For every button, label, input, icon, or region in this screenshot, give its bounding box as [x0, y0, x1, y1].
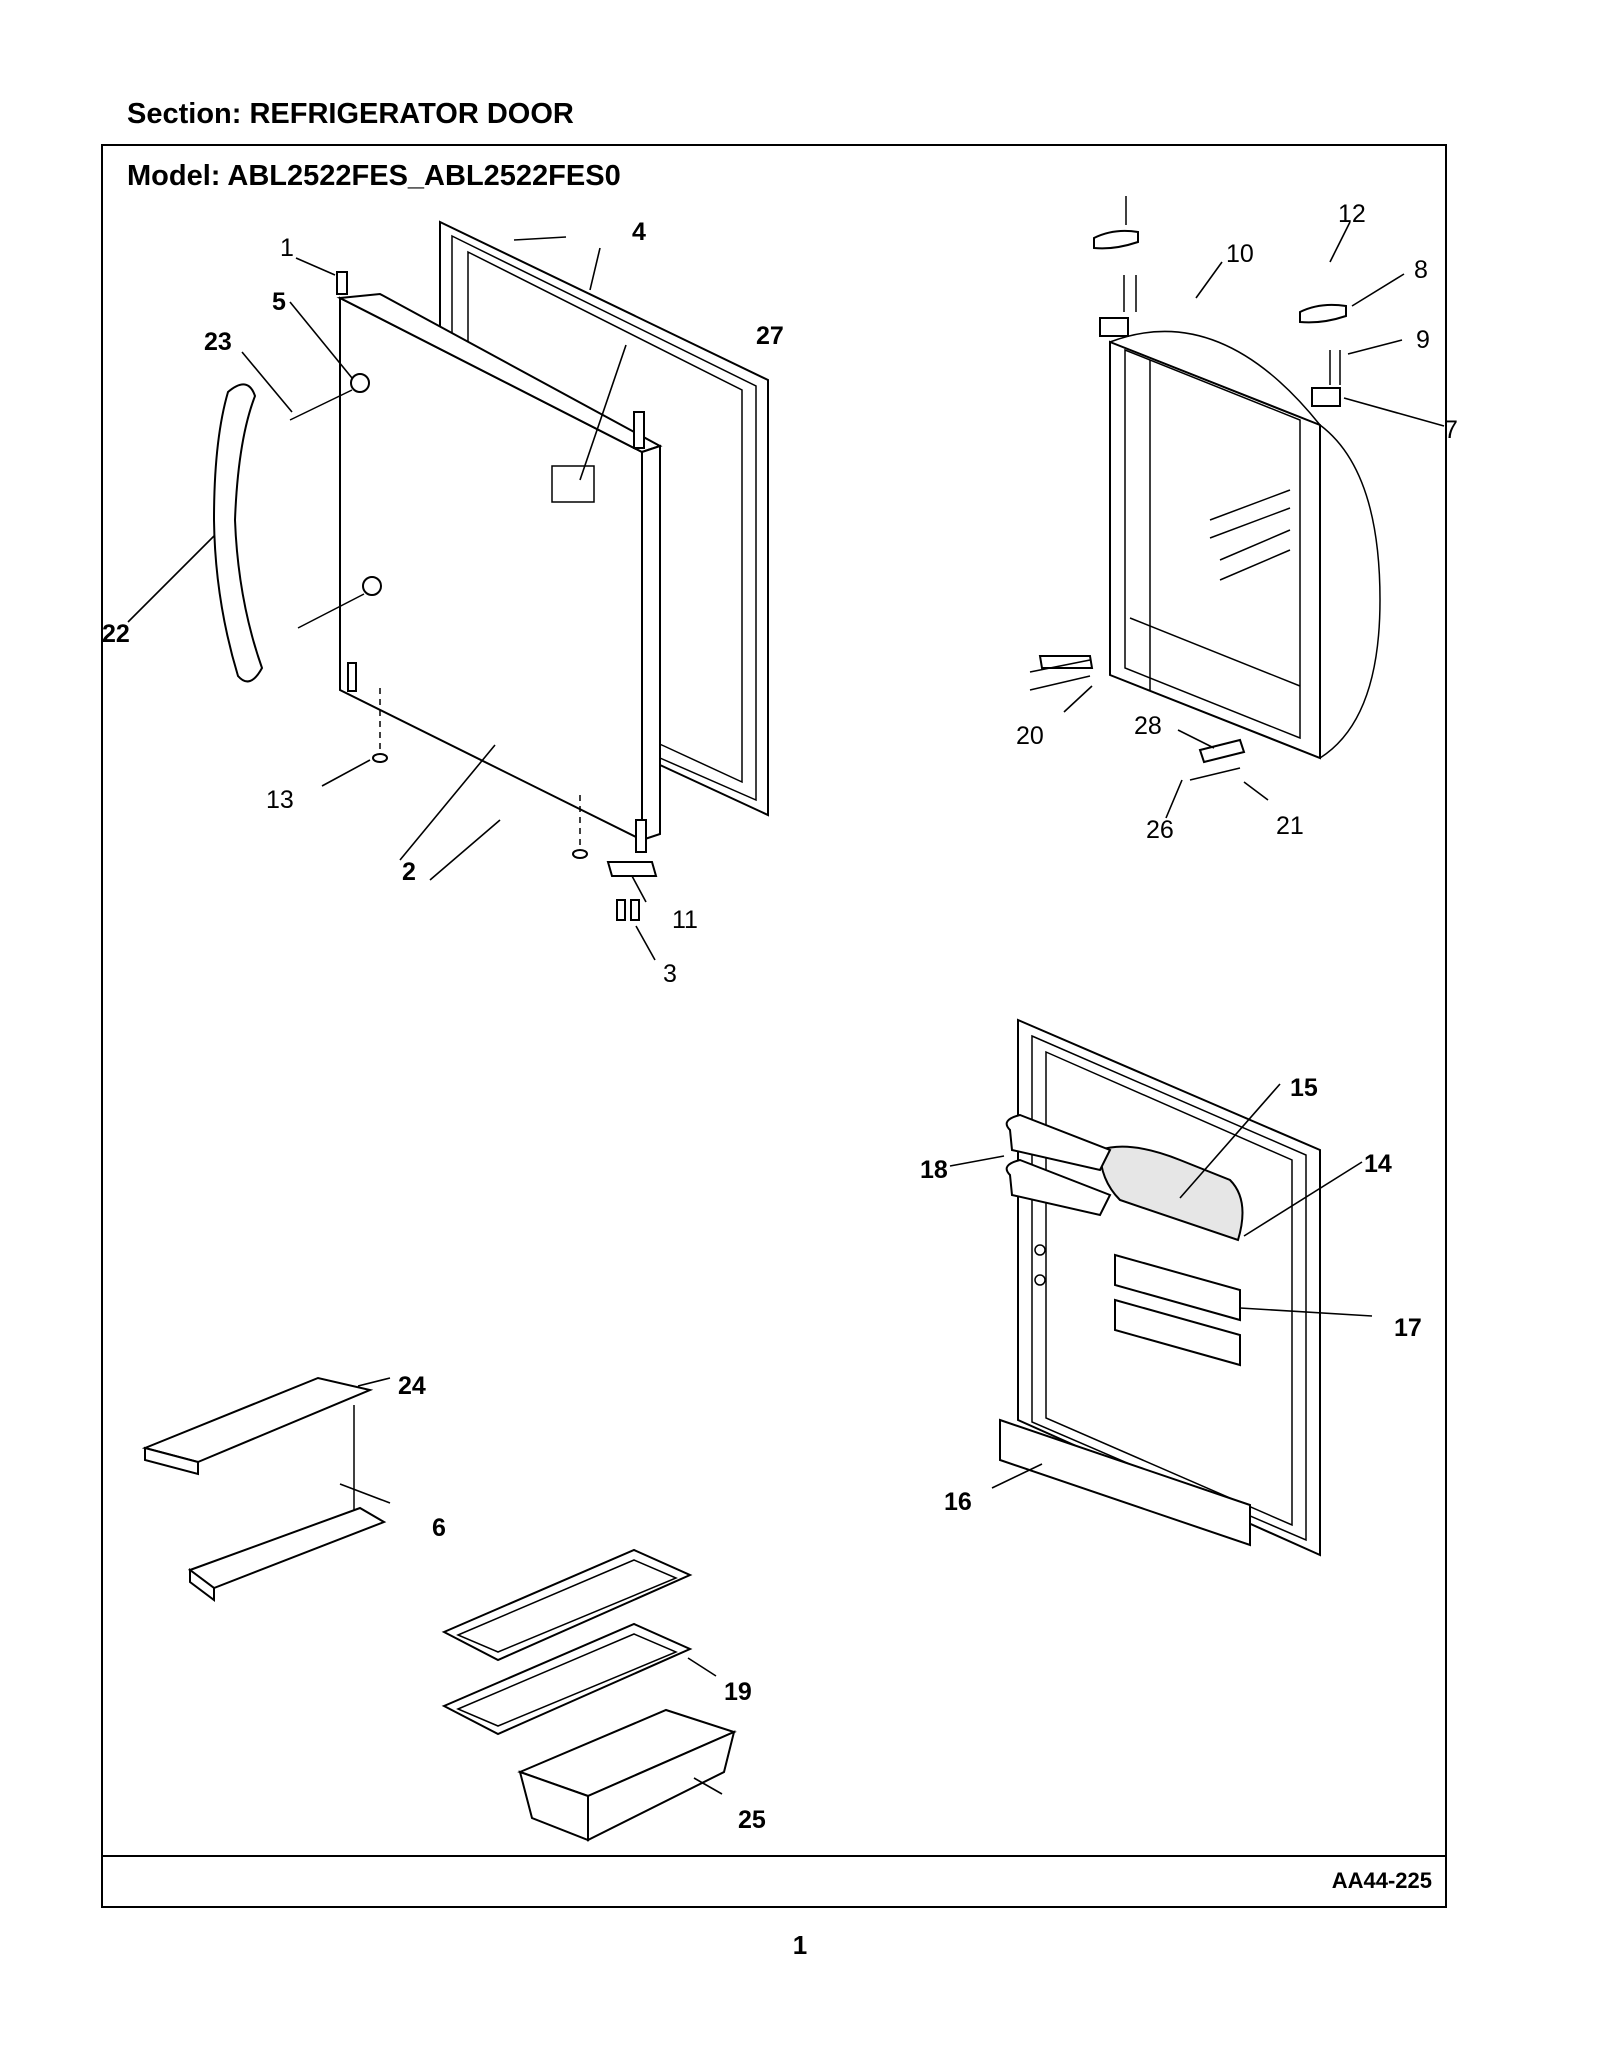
leader-lines — [127, 221, 1445, 1795]
callout-4: 4 — [632, 218, 646, 246]
refrigerator-cabinet — [1029, 196, 1381, 781]
door-bin-middle — [1005, 1158, 1112, 1217]
section-title: Section: REFRIGERATOR DOOR — [127, 98, 574, 130]
callout-21: 21 — [1276, 812, 1304, 840]
callout-13: 13 — [266, 786, 294, 814]
callout-20: 20 — [1016, 722, 1044, 750]
inner-door-assembly — [999, 1018, 1321, 1557]
egg-tray — [187, 1506, 387, 1602]
callout-7: 7 — [1444, 416, 1458, 444]
page-number: 1 — [792, 1930, 808, 1960]
callout-18: 18 — [920, 1156, 948, 1184]
ice-tray-lower — [441, 1622, 693, 1736]
callout-12: 12 — [1338, 200, 1366, 228]
callout-25: 25 — [738, 1806, 766, 1834]
door-bin-top — [1005, 1113, 1112, 1172]
callout-14: 14 — [1364, 1150, 1392, 1178]
diagram-frame — [101, 144, 1447, 1908]
callout-15: 15 — [1290, 1074, 1318, 1102]
callout-22: 22 — [102, 620, 130, 648]
callout-19: 19 — [724, 1678, 752, 1706]
callout-10: 10 — [1226, 240, 1254, 268]
hinge-cover-left — [1093, 229, 1139, 250]
callout-27: 27 — [756, 322, 784, 350]
door-hardware — [289, 271, 658, 921]
callout-26: 26 — [1146, 816, 1174, 844]
ice-tray-upper — [441, 1548, 693, 1662]
callout-11: 11 — [672, 906, 698, 934]
ice-bin — [517, 1708, 737, 1842]
door-handle — [212, 383, 264, 683]
callout-5: 5 — [272, 288, 286, 316]
callout-3: 3 — [663, 960, 677, 988]
door-bin-bottom — [999, 1418, 1251, 1547]
callout-17: 17 — [1394, 1314, 1422, 1342]
hinge-cover-right — [1299, 303, 1347, 324]
door-bin-right-lower — [1114, 1298, 1241, 1367]
callout-1: 1 — [280, 234, 294, 262]
door-bin-right-upper — [1114, 1253, 1241, 1322]
door-label-plate — [551, 465, 595, 503]
callout-9: 9 — [1416, 326, 1430, 354]
callout-8: 8 — [1414, 256, 1428, 284]
callout-6: 6 — [432, 1514, 446, 1542]
footer-rule — [101, 1855, 1447, 1857]
egg-tray-cover — [141, 1376, 374, 1520]
callout-28: 28 — [1134, 712, 1162, 740]
callout-2: 2 — [402, 858, 416, 886]
callout-16: 16 — [944, 1488, 972, 1516]
callout-23: 23 — [204, 328, 232, 356]
drawing-code: AA44-225 — [1331, 1868, 1432, 1893]
callout-numbers: 1 2 3 4 5 6 7 8 9 10 11 12 13 14 15 16 1… — [102, 200, 1458, 1834]
dairy-door-cover — [1098, 1145, 1244, 1242]
door-panel — [336, 292, 663, 842]
model-title: Model: ABL2522FES_ABL2522FES0 — [127, 160, 621, 192]
callout-24: 24 — [398, 1372, 426, 1400]
